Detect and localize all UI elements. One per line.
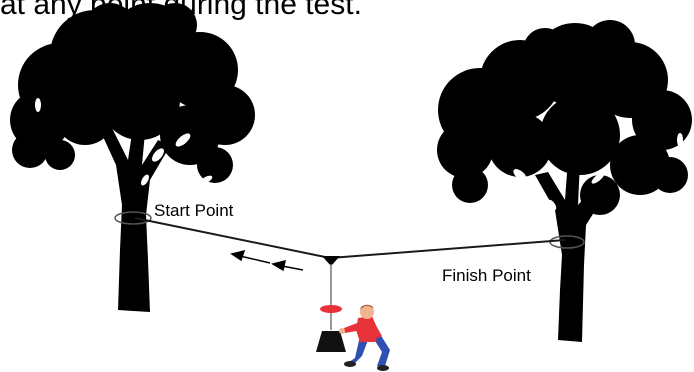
right-tree-gaps bbox=[513, 133, 683, 211]
person-icon bbox=[339, 304, 390, 371]
caption-text: at any point during the test. bbox=[0, 0, 362, 21]
left-tree-icon bbox=[10, 3, 255, 312]
finish-point-label: Finish Point bbox=[442, 266, 531, 285]
arrow-left-icon bbox=[271, 259, 304, 272]
pulley-icon bbox=[322, 256, 340, 266]
arrow-left-icon bbox=[230, 249, 271, 264]
right-tree-icon bbox=[437, 20, 692, 342]
left-tree-gaps bbox=[35, 98, 213, 186]
zipline-cable bbox=[134, 217, 566, 260]
disc-icon bbox=[320, 305, 342, 313]
start-point-label: Start Point bbox=[154, 201, 234, 220]
weight-icon bbox=[316, 331, 346, 352]
start-strap bbox=[114, 211, 152, 225]
